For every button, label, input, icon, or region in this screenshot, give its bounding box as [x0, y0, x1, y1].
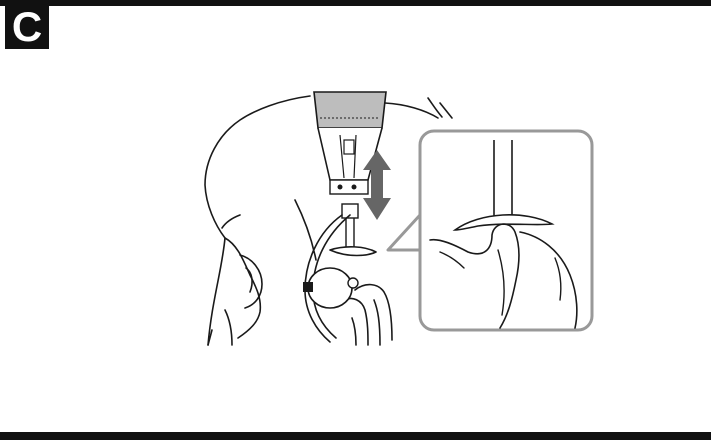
detail-inset	[420, 131, 592, 330]
inset-connector	[388, 215, 420, 250]
bottom-rule	[0, 432, 711, 440]
hand	[345, 285, 392, 345]
earcup	[303, 268, 358, 308]
